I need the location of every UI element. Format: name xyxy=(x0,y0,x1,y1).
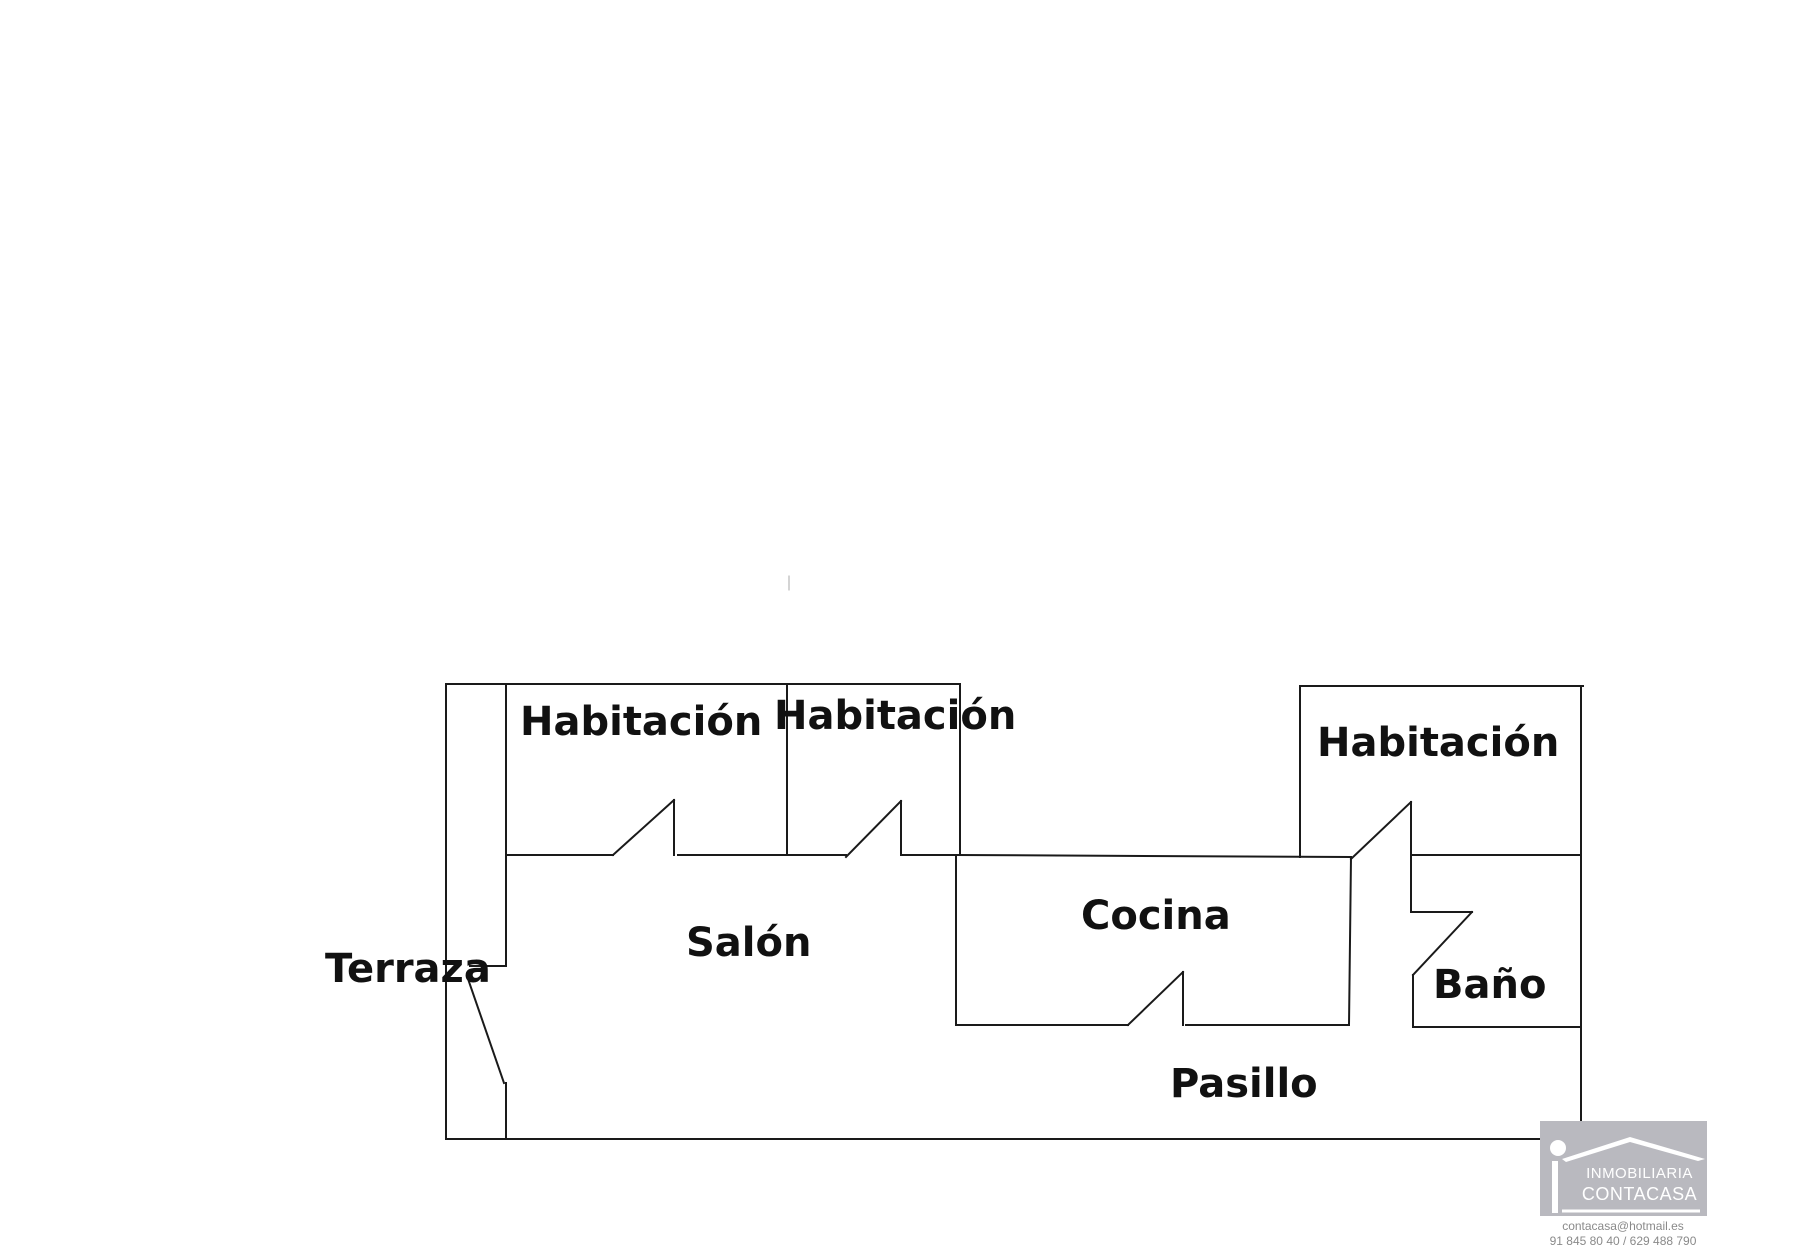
room-label-habitacion-2: Habitación xyxy=(774,693,1016,739)
bedroom-3-door-leaf xyxy=(1349,800,1413,861)
room-label-salon: Salón xyxy=(686,920,811,966)
logo-phone: 91 845 80 40 / 629 488 790 xyxy=(1549,1234,1697,1248)
logo-text-line-2: CONTACASA xyxy=(1581,1184,1698,1204)
kitchen-top-wall xyxy=(954,853,1352,859)
room-label-pasillo: Pasillo xyxy=(1170,1061,1318,1107)
walls xyxy=(445,575,1584,1140)
house-logo-icon xyxy=(1550,1137,1705,1213)
kitchen-right-wall xyxy=(1347,855,1353,1027)
room-labels: Habitación Habitación Habitación Salón C… xyxy=(325,693,1559,1107)
room-label-terraza: Terraza xyxy=(325,946,491,992)
room-label-cocina: Cocina xyxy=(1081,893,1231,939)
bedroom-2-door-leaf xyxy=(844,799,903,859)
kitchen-door-leaf xyxy=(1126,970,1185,1027)
room-label-bano: Baño xyxy=(1433,962,1546,1008)
logo-text-line-1: INMOBILIARIA xyxy=(1586,1165,1693,1182)
agency-logo: INMOBILIARIA CONTACASA xyxy=(1540,1121,1707,1216)
bedroom-1-door-leaf xyxy=(611,798,676,857)
bathroom-door-leaf xyxy=(1411,910,1474,977)
room-label-habitacion-3: Habitación xyxy=(1317,720,1559,766)
room-label-habitacion-1: Habitación xyxy=(520,699,762,745)
terrace-door-leaf xyxy=(465,974,506,1085)
logo-email: contacasa@hotmail.es xyxy=(1562,1219,1684,1233)
